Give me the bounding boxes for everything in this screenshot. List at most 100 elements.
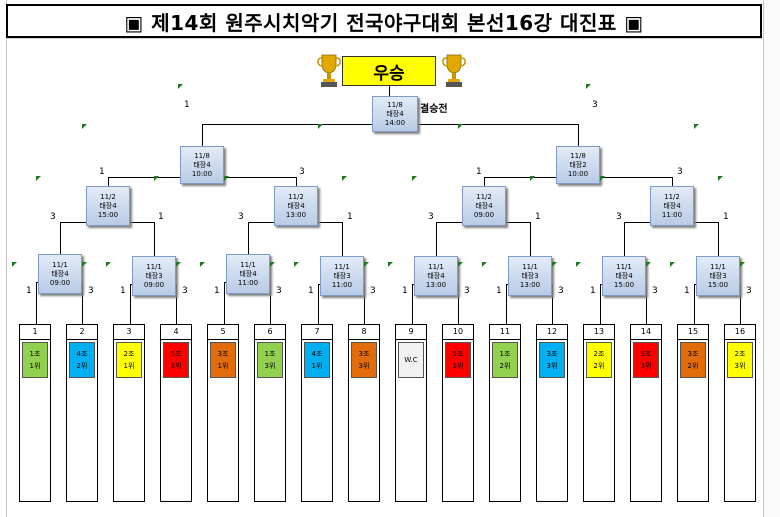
- comment-marker: [458, 124, 463, 129]
- score: 3: [299, 167, 305, 177]
- bracket-line: [672, 177, 673, 187]
- team-group: 2조: [593, 350, 605, 358]
- team-rank: 3위: [264, 362, 276, 370]
- team-number: 9: [396, 325, 426, 340]
- bracket-line: [412, 284, 413, 324]
- trophy-icon: [317, 54, 341, 87]
- comment-marker: [482, 262, 487, 267]
- bracket-line: [506, 284, 507, 324]
- match-time: 10:00: [191, 169, 213, 178]
- match-date: 11/1: [428, 262, 444, 271]
- match-field: 태장3: [333, 271, 351, 280]
- match-field: 태장4: [99, 201, 117, 210]
- team-rank: 2위: [593, 362, 605, 370]
- score: 1: [184, 100, 190, 110]
- bracket-line: [224, 282, 225, 324]
- match-r4: 11/1 태장3 11:00: [320, 256, 364, 296]
- comment-marker: [270, 262, 275, 267]
- score: 3: [276, 286, 282, 296]
- match-qf3: 11/2 태장4 09:00: [462, 186, 506, 226]
- match-r7: 11/1 태장4 15:00: [602, 256, 646, 296]
- team-group: 1조: [499, 350, 511, 358]
- score: 3: [88, 286, 94, 296]
- bracket-line: [36, 282, 37, 324]
- match-time: 09:00: [49, 278, 71, 287]
- comment-marker: [576, 262, 581, 267]
- team-group: 3조: [687, 350, 699, 358]
- team-group: 3조: [217, 350, 229, 358]
- bracket-line: [436, 222, 437, 256]
- team-group: 5조: [452, 350, 464, 358]
- match-date: 11/1: [334, 262, 350, 271]
- match-field: 태장4: [51, 269, 69, 278]
- match-qf2: 11/2 태장4 13:00: [274, 186, 318, 226]
- team-rank: 2위: [687, 362, 699, 370]
- match-field: 태장4: [663, 201, 681, 210]
- match-r1: 11/1 태장4 09:00: [38, 254, 82, 294]
- team-number: 1: [20, 325, 50, 340]
- score: 3: [677, 167, 683, 177]
- score: 1: [723, 212, 729, 222]
- trophy-icon: [442, 54, 466, 87]
- match-date: 11/1: [710, 262, 726, 271]
- team-group: 4조: [76, 350, 88, 358]
- page-title: ▣ 제14회 원주시치악기 전국야구대회 본선16강 대진표 ▣: [124, 10, 644, 35]
- match-date: 11/1: [52, 260, 68, 269]
- team-number: 12: [537, 325, 567, 340]
- comment-marker: [154, 176, 159, 181]
- comment-marker: [586, 84, 591, 89]
- match-field: 태장4: [386, 109, 404, 118]
- match-time: 15:00: [707, 280, 729, 289]
- bracket-line: [694, 284, 695, 324]
- score: 3: [592, 100, 598, 110]
- match-semi-right: 11/8 태장2 10:00: [556, 146, 600, 184]
- comment-marker: [106, 262, 111, 267]
- comment-marker: [12, 262, 17, 267]
- team-group: 5조: [640, 350, 652, 358]
- match-date: 11/1: [146, 262, 162, 271]
- bracket-line: [389, 86, 390, 96]
- score: 1: [158, 212, 164, 222]
- bracket-line: [530, 222, 531, 258]
- bracket-line: [342, 222, 343, 258]
- match-time: 09:00: [473, 210, 495, 219]
- team-number: 5: [208, 325, 238, 340]
- match-r8: 11/1 태장3 15:00: [696, 256, 740, 296]
- match-field: 태장4: [287, 201, 305, 210]
- match-qf1: 11/2 태장4 15:00: [86, 186, 130, 226]
- team-number: 13: [584, 325, 614, 340]
- team-number: 6: [255, 325, 285, 340]
- score: 1: [214, 286, 220, 296]
- match-field: 태장3: [709, 271, 727, 280]
- comment-marker: [178, 84, 183, 89]
- match-field: 태장4: [193, 160, 211, 169]
- bracket-line: [270, 282, 271, 324]
- score: 3: [464, 286, 470, 296]
- team-seed-cell: W.C: [398, 342, 424, 378]
- score: 1: [590, 286, 596, 296]
- team-rank: 3위: [734, 362, 746, 370]
- comment-marker: [600, 176, 605, 181]
- bracket-line: [130, 284, 131, 324]
- match-field: 태장4: [427, 271, 445, 280]
- score: 1: [120, 286, 126, 296]
- match-time: 13:00: [519, 280, 541, 289]
- comment-marker: [694, 124, 699, 129]
- match-date: 11/2: [100, 192, 116, 201]
- match-field: 태장3: [521, 271, 539, 280]
- score: 3: [370, 286, 376, 296]
